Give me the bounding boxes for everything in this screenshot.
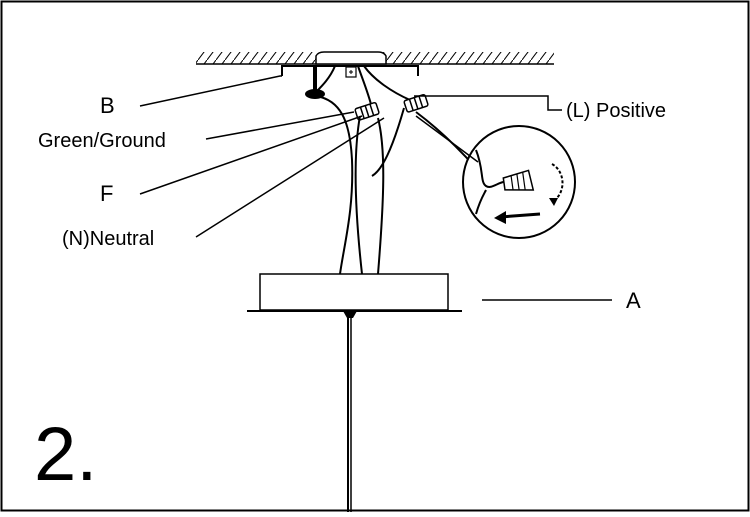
magnified-detail [462,125,576,239]
wire-nut-positive [403,93,429,113]
label-b: B [100,93,115,118]
label-green-ground: Green/Ground [38,130,166,152]
label-positive: (L) Positive [566,100,666,122]
fixture-wires [315,95,477,275]
step-number: 2. [34,412,97,497]
detail-callout-line [415,115,479,163]
label-f: F [100,181,113,206]
canopy [247,273,462,318]
label-neutral: (N)Neutral [62,228,154,250]
ground-screw [305,66,325,99]
junction-box [315,51,387,65]
mounting-bracket [281,65,419,78]
leader-lines [139,75,612,301]
label-a: A [626,288,641,313]
pendant-cable [347,318,352,512]
